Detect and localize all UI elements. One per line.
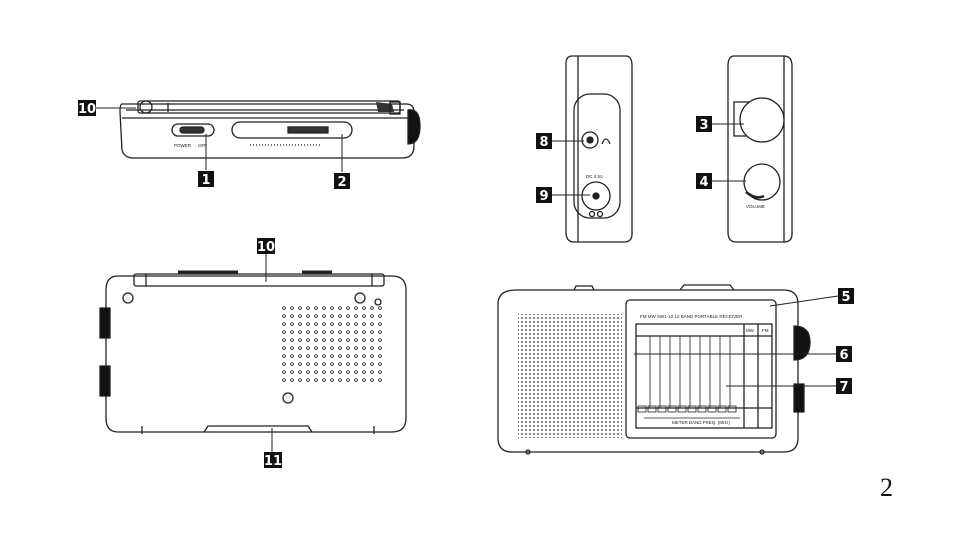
dial-footer: METER BAND FREQ. (MHz) (672, 420, 731, 425)
callout-4: 4 (696, 173, 712, 190)
callout-3: 3 (696, 116, 712, 133)
callout-7: 7 (836, 378, 852, 395)
mw-band-label: MW (746, 328, 755, 333)
svg-text:10: 10 (78, 102, 96, 117)
callout-1: 1 (198, 171, 214, 188)
svg-text:3: 3 (699, 118, 708, 133)
page-number: 2 (880, 473, 893, 502)
dial-title: FM MW SW1-10 12 BAND PORTABLE RECEIVER (640, 314, 743, 319)
svg-text:6: 6 (839, 348, 848, 363)
svg-text:1: 1 (201, 173, 210, 188)
svg-text:4: 4 (699, 175, 708, 190)
top-view (119, 100, 421, 159)
callout-10-top: 10 (78, 100, 96, 117)
fm-band-label: FM (762, 328, 769, 333)
svg-text:5: 5 (841, 290, 850, 305)
left-side-view (565, 55, 633, 243)
callout-8: 8 (536, 133, 552, 150)
callout-2: 2 (334, 173, 350, 190)
callout-6: 6 (836, 346, 852, 363)
leader-lines (96, 107, 839, 452)
callout-11: 11 (264, 452, 282, 469)
svg-text:8: 8 (539, 135, 548, 150)
callout-9: 9 (536, 187, 552, 204)
volume-label: VOLUME (746, 204, 765, 209)
svg-text:2: 2 (337, 175, 346, 190)
dc-in-label: DC 4.5V (586, 174, 603, 179)
callout-5: 5 (838, 288, 854, 305)
callout-10-back: 10 (257, 238, 275, 255)
front-view (497, 284, 811, 455)
svg-text:10: 10 (257, 240, 275, 255)
right-side-view (727, 55, 793, 243)
power-label: POWER (174, 143, 192, 148)
svg-text:9: 9 (539, 189, 548, 204)
back-view (99, 270, 407, 434)
svg-text:11: 11 (264, 454, 282, 469)
svg-text:7: 7 (839, 380, 848, 395)
off-label: OFF (198, 143, 207, 148)
